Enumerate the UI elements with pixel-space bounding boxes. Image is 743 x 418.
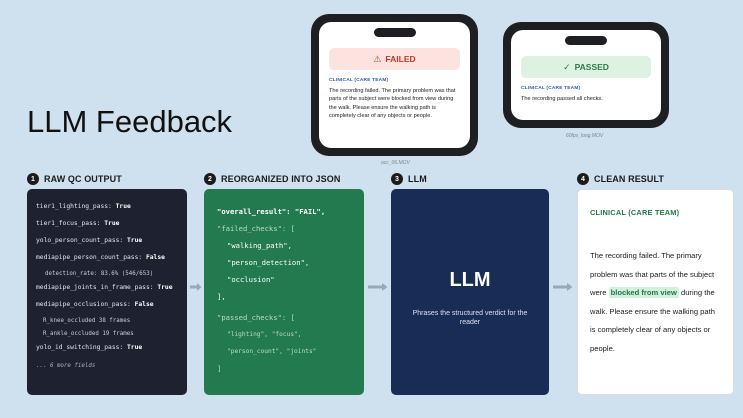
json-key: "overall_result": (217, 207, 291, 216)
qc-key: yolo_id_switching_pass: (36, 344, 124, 351)
llm-title: LLM (449, 269, 491, 291)
json-line: "failed_checks": [ (217, 224, 295, 233)
phone-mockup-failed: ⚠ FAILED CLINICAL (CARE TEAM) The record… (311, 14, 478, 156)
qc-field: mediapipe_joints_in_frame_pass: True (36, 282, 178, 299)
status-banner-passed: ✓ PASSED (521, 56, 651, 78)
qc-field: yolo_person_count_pass: True (36, 235, 178, 252)
qc-key: tier1_lighting_pass: (36, 203, 112, 210)
status-label: PASSED (574, 62, 609, 72)
result-text: The recording failed. The primary proble… (590, 247, 721, 359)
result-text: The recording passed all checks. (521, 96, 603, 102)
json-value: "FAIL", (294, 207, 326, 216)
arrow-right-icon (368, 283, 388, 291)
qc-field: mediapipe_occlusion_pass: False (36, 299, 178, 316)
more-fields-note: ... 6 more fields (36, 363, 96, 369)
qc-field: mediapipe_person_count_pass: False (36, 252, 178, 269)
step-number: 4 (577, 173, 589, 185)
json-item: "walking_path", (227, 241, 292, 250)
arrow-right-icon (190, 283, 202, 291)
json-line: "passed_checks": [ (217, 313, 295, 322)
phone-screen: ⚠ FAILED CLINICAL (CARE TEAM) The record… (319, 22, 470, 148)
step-header-clean-result: 4 CLEAN RESULT (577, 173, 664, 185)
qc-detail: R_knee_occluded 38 frames (43, 318, 131, 324)
json-line: ], (217, 292, 226, 301)
step-number: 3 (391, 173, 403, 185)
json-line: ] (217, 364, 222, 373)
arrow-right-icon (553, 283, 573, 291)
page-title: LLM Feedback (27, 104, 233, 139)
step-label: LLM (408, 174, 427, 184)
qc-value: True (157, 284, 173, 291)
raw-qc-panel: tier1_lighting_pass: True tier1_focus_pa… (27, 189, 187, 395)
section-label: CLINICAL (CARE TEAM) (590, 208, 680, 217)
qc-key: tier1_focus_pass: (36, 220, 101, 227)
llm-panel: LLM Phrases the structured verdict for t… (391, 189, 549, 395)
filename-caption: 60fps_long.MOV (566, 133, 604, 139)
json-line: "overall_result": "FAIL", (217, 205, 351, 222)
step-label: RAW QC OUTPUT (44, 174, 122, 184)
qc-value: True (127, 344, 143, 351)
step-label: REORGANIZED INTO JSON (221, 174, 341, 184)
phone-notch (373, 28, 416, 37)
section-label: CLINICAL (CARE TEAM) (521, 86, 581, 91)
result-text-start: The recording failed. The primary proble… (590, 251, 715, 298)
step-number: 1 (27, 173, 39, 185)
checkmark-icon: ✓ (563, 61, 571, 72)
qc-value: True (127, 237, 143, 244)
phone-screen: ✓ PASSED CLINICAL (CARE TEAM) The record… (511, 30, 661, 120)
json-item: "occlusion" (227, 275, 275, 284)
qc-field: yolo_id_switching_pass: True (36, 342, 178, 359)
qc-key: mediapipe_person_count_pass: (36, 254, 143, 261)
result-text-end: during the walk. Please ensure the walki… (590, 288, 715, 353)
qc-key: yolo_person_count_pass: (36, 237, 124, 244)
step-header-llm: 3 LLM (391, 173, 427, 185)
qc-field: tier1_lighting_pass: True (36, 201, 178, 218)
status-banner-failed: ⚠ FAILED (329, 48, 460, 70)
step-header-json: 2 REORGANIZED INTO JSON (204, 173, 340, 185)
qc-key: mediapipe_occlusion_pass: (36, 301, 131, 308)
section-label: CLINICAL (CARE TEAM) (329, 78, 389, 83)
qc-value: True (104, 220, 120, 227)
qc-value: True (115, 203, 131, 210)
step-header-raw-qc: 1 RAW QC OUTPUT (27, 173, 122, 185)
qc-value: False (145, 254, 165, 261)
qc-key: mediapipe_joints_in_frame_pass: (36, 284, 154, 291)
clean-result-panel: CLINICAL (CARE TEAM) The recording faile… (577, 189, 734, 395)
result-text: The recording failed. The primary proble… (329, 88, 456, 120)
warning-icon: ⚠ (373, 53, 382, 64)
json-item: "lighting", "focus", (227, 331, 302, 338)
qc-detail: R_ankle_occluded 19 frames (43, 331, 134, 337)
phone-mockup-passed: ✓ PASSED CLINICAL (CARE TEAM) The record… (503, 22, 669, 128)
qc-field: tier1_focus_pass: True (36, 218, 178, 235)
highlighted-phrase: blocked from view (608, 287, 679, 299)
llm-description: Phrases the structured verdict for the r… (412, 310, 528, 326)
phone-notch (565, 36, 607, 45)
filename-caption: occ_06.MOV (381, 160, 410, 166)
json-panel: "overall_result": "FAIL", "failed_checks… (204, 189, 364, 395)
json-item: "person_count", "joints" (227, 348, 317, 355)
step-label: CLEAN RESULT (594, 174, 665, 184)
status-label: FAILED (385, 54, 416, 64)
qc-detail: detection_rate: 83.6% (546/653) (45, 271, 154, 277)
step-number: 2 (204, 173, 216, 185)
json-item: "person_detection", (227, 258, 310, 267)
qc-value: False (134, 301, 154, 308)
